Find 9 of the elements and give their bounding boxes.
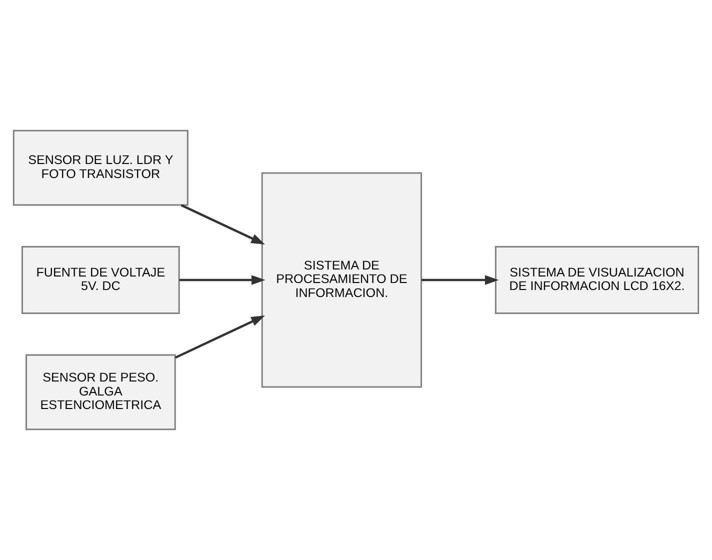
node-box: SISTEMA DE VISUALIZACION DE INFORMACION LCD 16X2. xyxy=(494,246,700,314)
arrow xyxy=(179,275,266,285)
node-box: SENSOR DE PESO. GALGA ESTENCIOMETRICA xyxy=(26,354,176,430)
node-box: FUENTE DE VOLTAJE 5V. DC xyxy=(22,246,180,314)
node-box: SENSOR DE LUZ. LDR Y FOTO TRANSISTOR xyxy=(12,130,188,206)
arrow xyxy=(180,204,265,244)
node-box: SISTEMA DE PROCESAMIENTO DE INFORMACION. xyxy=(261,172,422,388)
arrow xyxy=(422,275,499,285)
arrow xyxy=(174,316,265,359)
